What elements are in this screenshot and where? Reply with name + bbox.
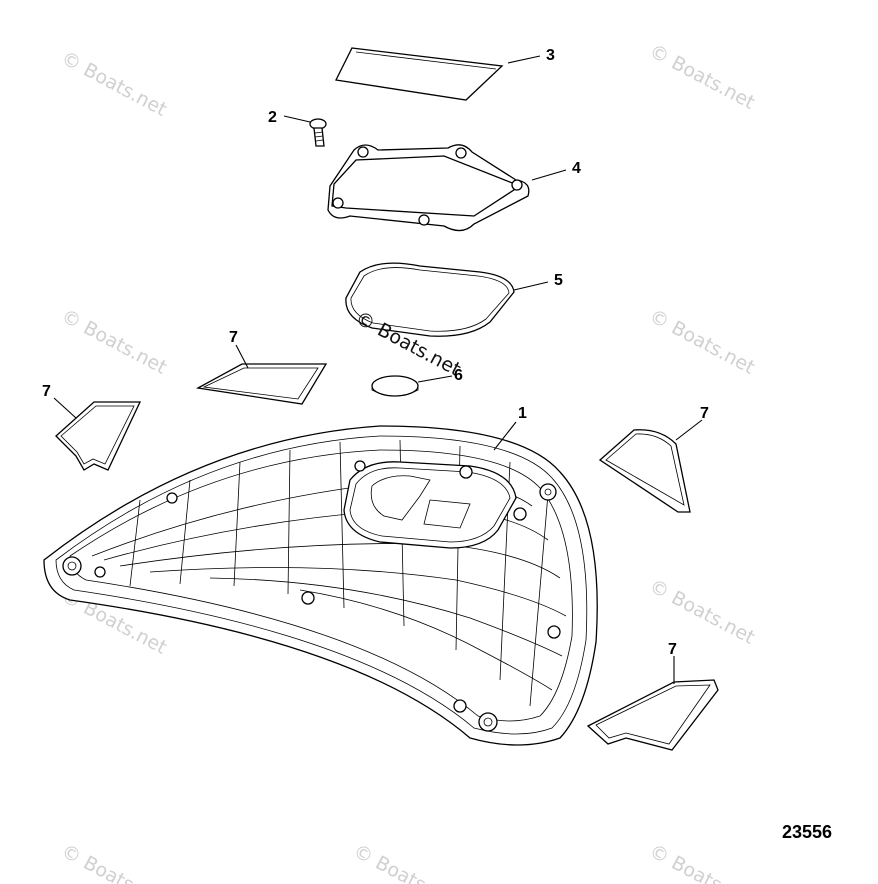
callout-7a: 7 [229,329,238,346]
part-7-pad-b [53,397,142,471]
watermark: © Boats.net [58,305,171,379]
callout-1: 1 [518,405,527,422]
callout-7d: 7 [668,641,677,658]
watermark: © Boats.net [646,840,759,884]
part-7-pad-c [598,419,703,513]
part-7-pad-d [586,656,719,751]
part-7-pad-a [196,344,328,405]
watermark: © Boats.net [58,47,171,121]
watermark: © Boats.net [646,40,759,114]
part-5-seal-ring [345,262,549,337]
callout-5: 5 [554,272,563,289]
callout-3: 3 [546,47,555,64]
part-1-base-housing [43,421,598,746]
callout-2: 2 [268,109,277,126]
part-3-decal [335,47,541,101]
callout-7c: 7 [700,405,709,422]
watermark: © Boats.net [350,840,463,884]
part-4-cover-plate [327,144,567,232]
watermark: © Boats.net [58,840,171,884]
callout-4: 4 [572,160,581,177]
callout-6: 6 [454,367,463,384]
figure-number: 23556 [782,822,832,842]
part-6-disk [371,375,453,397]
part-2-screw [283,115,327,147]
watermark: © Boats.net [646,305,759,379]
watermark: © Boats.net [646,575,759,649]
callout-7b: 7 [42,383,51,400]
